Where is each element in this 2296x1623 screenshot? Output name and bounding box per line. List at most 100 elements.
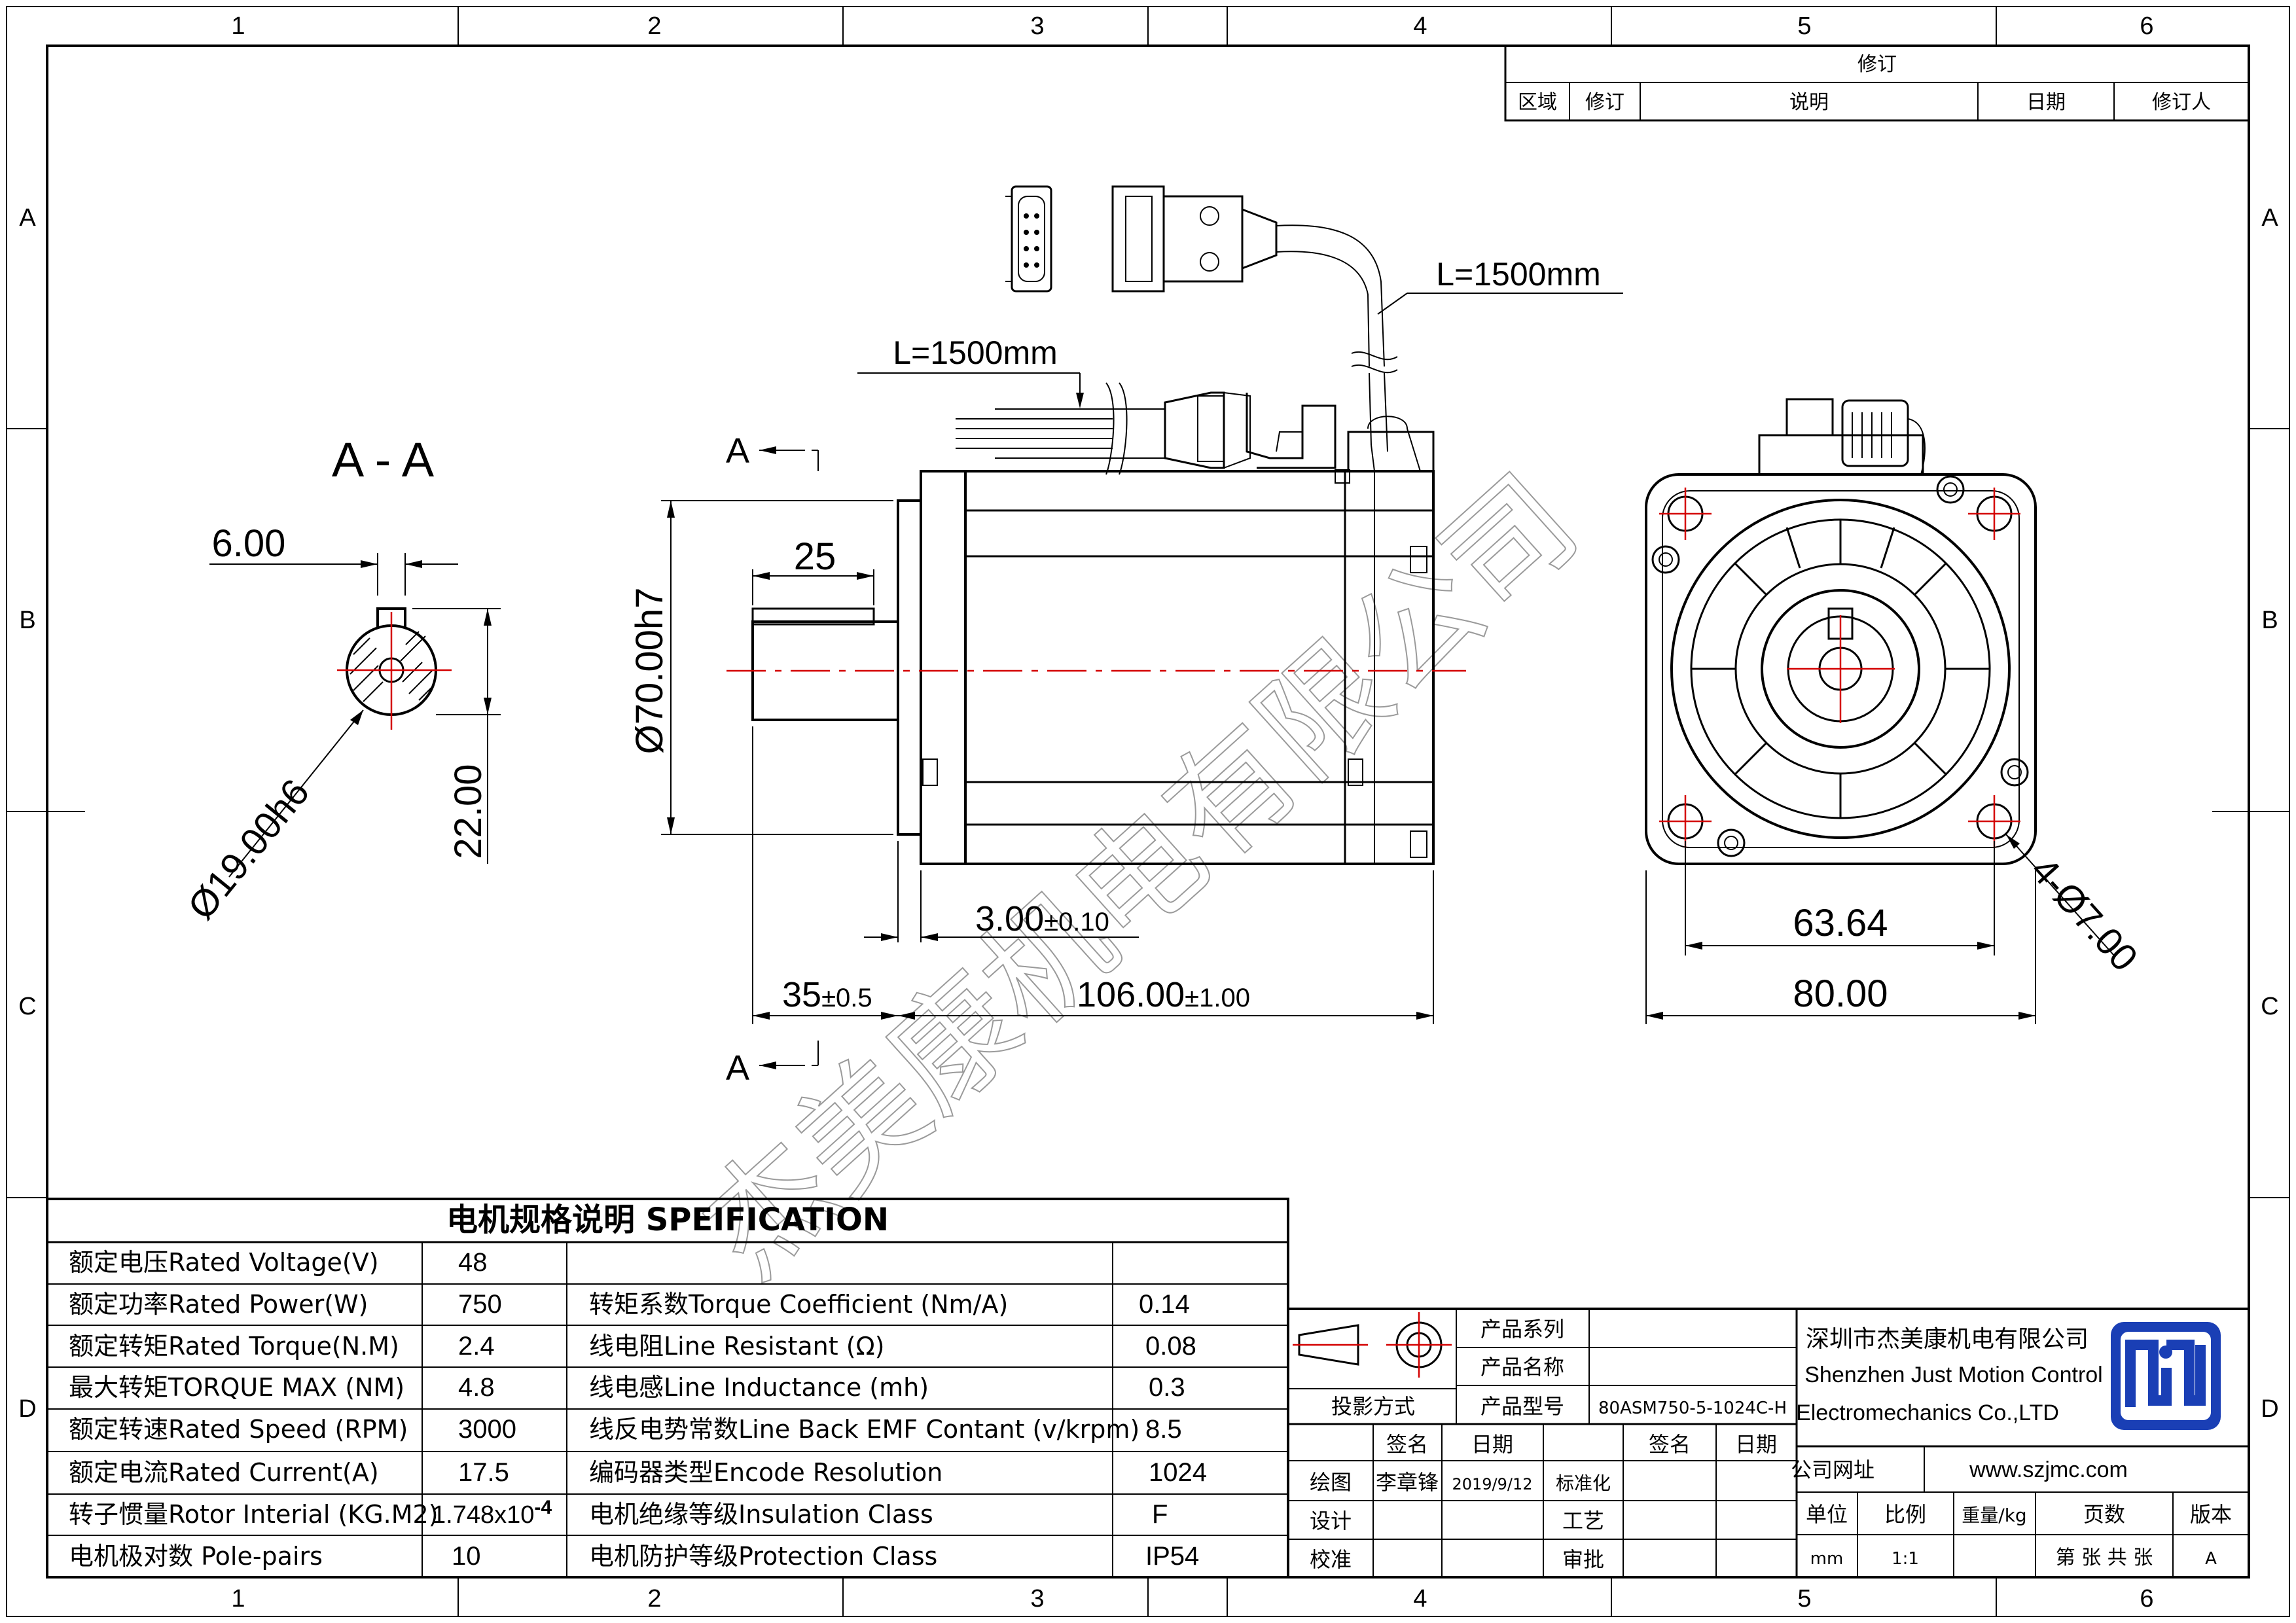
dim-flange-offset-tol: ±0.10	[1044, 908, 1109, 936]
spec-value: 4.8	[458, 1373, 495, 1402]
product-series-label: 产品系列	[1480, 1317, 1564, 1342]
title-block-text: 产品系列 产品名称 产品型号 80ASM750-5-1024C-H 投影方式 签…	[1310, 1317, 1787, 1572]
spec-label: 线反电势常数Line Back EMF Contant (v/krpm)	[589, 1415, 1139, 1444]
company-info: 深圳市杰美康机电有限公司 Shenzhen Just Motion Contro…	[1791, 1322, 2221, 1482]
spec-label: 额定功率Rated Power(W)	[69, 1290, 368, 1319]
section-title: A - A	[332, 433, 435, 487]
dim-mounting-holes: 4-Ø7.00	[2022, 849, 2146, 979]
dim-cable-length-encoder: L=1500mm	[1436, 256, 1601, 293]
spec-label: 额定电流Rated Current(A)	[69, 1458, 379, 1487]
shaft-key	[751, 607, 875, 626]
draw-date: 2019/9/12	[1452, 1475, 1532, 1493]
draw-label: 绘图	[1310, 1470, 1352, 1495]
row-label: A	[2261, 204, 2278, 232]
spec-value-exponent: -4	[534, 1497, 552, 1518]
col-label: 6	[2140, 12, 2153, 40]
revision-header: 修订	[1585, 91, 1624, 114]
title-block	[1287, 1308, 2250, 1578]
mounting-hole	[1659, 795, 1712, 847]
col-label: 2	[647, 1585, 661, 1613]
standard-label: 标准化	[1556, 1472, 1611, 1494]
process-label: 工艺	[1562, 1508, 1604, 1533]
sign-header: 签名	[1649, 1432, 1691, 1457]
col-label: 4	[1413, 12, 1427, 40]
key-slot	[376, 607, 406, 628]
website-label: 公司网址	[1791, 1457, 1874, 1482]
svg-text:3.00±0.10: 3.00±0.10	[975, 899, 1109, 938]
row-label: D	[18, 1395, 36, 1423]
row-label: B	[2261, 607, 2278, 634]
row-label: A	[19, 204, 36, 232]
col-label: 2	[647, 12, 661, 40]
dim-shaft-length: 35	[782, 975, 821, 1014]
sign-header: 签名	[1386, 1432, 1428, 1457]
spec-label: 线电阻Line Resistant (Ω)	[589, 1332, 884, 1361]
svg-text:35±0.5: 35±0.5	[782, 975, 872, 1014]
design-label: 设计	[1310, 1508, 1352, 1533]
spec-table: 电机规格说明 SPEIFICATION	[46, 1198, 1289, 1578]
dim-flange-offset: 3.00	[975, 899, 1044, 938]
section-marker-top: A	[726, 431, 749, 471]
svg-text:1.748x10-4: 1.748x10-4	[432, 1497, 552, 1529]
spec-label: 转矩系数Torque Coefficient (Nm/A)	[589, 1290, 1008, 1319]
dim-key-width: 6.00	[212, 522, 286, 565]
motor-flange	[897, 499, 922, 836]
mounting-hole	[1659, 488, 1712, 540]
cable-plug-icon	[1111, 185, 1385, 367]
company-logo-icon	[2111, 1322, 2221, 1430]
col-label: 6	[2140, 1585, 2153, 1613]
dim-shaft-length-tol: ±0.5	[821, 984, 872, 1012]
company-name-en-line1: Shenzhen Just Motion Control	[1804, 1363, 2102, 1387]
dim-pilot-diameter: Ø70.00h7	[628, 588, 671, 755]
revision-header: 修订人	[2152, 91, 2211, 114]
row-label: B	[19, 607, 35, 634]
spec-label: 额定转速Rated Speed (RPM)	[69, 1415, 408, 1444]
product-model-label: 产品型号	[1480, 1394, 1564, 1419]
row-label: D	[2261, 1395, 2278, 1423]
col-label: 1	[231, 12, 245, 40]
dim-body-length-tol: ±1.00	[1185, 984, 1250, 1012]
spec-value: 0.3	[1149, 1373, 1185, 1402]
spec-value: F	[1152, 1500, 1168, 1529]
row-label: C	[18, 993, 36, 1020]
spec-label: 电机绝缘等级Insulation Class	[589, 1500, 933, 1529]
col-label: 1	[231, 1585, 245, 1613]
spec-label: 电机极对数 Pole-pairs	[69, 1542, 323, 1571]
date-header: 日期	[1471, 1432, 1513, 1457]
approve-label: 审批	[1562, 1547, 1604, 1572]
version-label: 版本	[2190, 1502, 2232, 1527]
dim-key-depth: 22.00	[447, 764, 490, 859]
weight-label: 重量/kg	[1962, 1505, 2026, 1526]
spec-value: 48	[458, 1248, 488, 1277]
drafter-name: 李章锋	[1376, 1470, 1439, 1495]
mounting-hole	[1968, 795, 2020, 847]
spec-label: 额定转矩Rated Torque(N.M)	[69, 1332, 399, 1361]
spec-value: 0.14	[1139, 1290, 1190, 1319]
motor-side-view: L=1500mm L=1500mm	[628, 185, 1623, 1088]
revision-header: 日期	[2026, 91, 2066, 114]
motor-front-view: 63.64 80.00 4-Ø7.00	[1645, 398, 2146, 1024]
revision-header: 说明	[1789, 91, 1829, 114]
spec-value: 2.4	[458, 1332, 495, 1361]
spec-label: 电机防护等级Protection Class	[589, 1542, 937, 1571]
revision-header: 区域	[1518, 91, 1557, 114]
company-name-cn: 深圳市杰美康机电有限公司	[1806, 1326, 2089, 1353]
col-label: 5	[1797, 12, 1811, 40]
spec-value: IP54	[1145, 1542, 1199, 1571]
spec-label: 额定电压Rated Voltage(V)	[69, 1248, 379, 1277]
website-url[interactable]: www.szjmc.com	[1969, 1457, 2128, 1482]
pages-label: 页数	[2083, 1502, 2125, 1527]
spec-label: 编码器类型Encode Resolution	[589, 1458, 942, 1487]
spec-label: 最大转矩TORQUE MAX (NM)	[69, 1373, 404, 1402]
unit-value: mm	[1810, 1549, 1844, 1569]
date-header: 日期	[1735, 1432, 1777, 1457]
dim-flange-size: 80.00	[1793, 972, 1888, 1015]
dim-shaft-diameter: Ø19.00h6	[179, 771, 317, 927]
row-labels-left: A B C D	[18, 204, 36, 1423]
spec-value: 17.5	[458, 1458, 509, 1487]
spec-right-labels: 转矩系数Torque Coefficient (Nm/A) 线电阻Line Re…	[589, 1290, 1139, 1571]
spec-value: 1024	[1149, 1458, 1207, 1487]
revision-table: 修订 区域 修订 说明 日期 修订人	[1504, 45, 2250, 122]
check-label: 校准	[1310, 1547, 1352, 1572]
dim-key-length: 25	[794, 535, 836, 578]
